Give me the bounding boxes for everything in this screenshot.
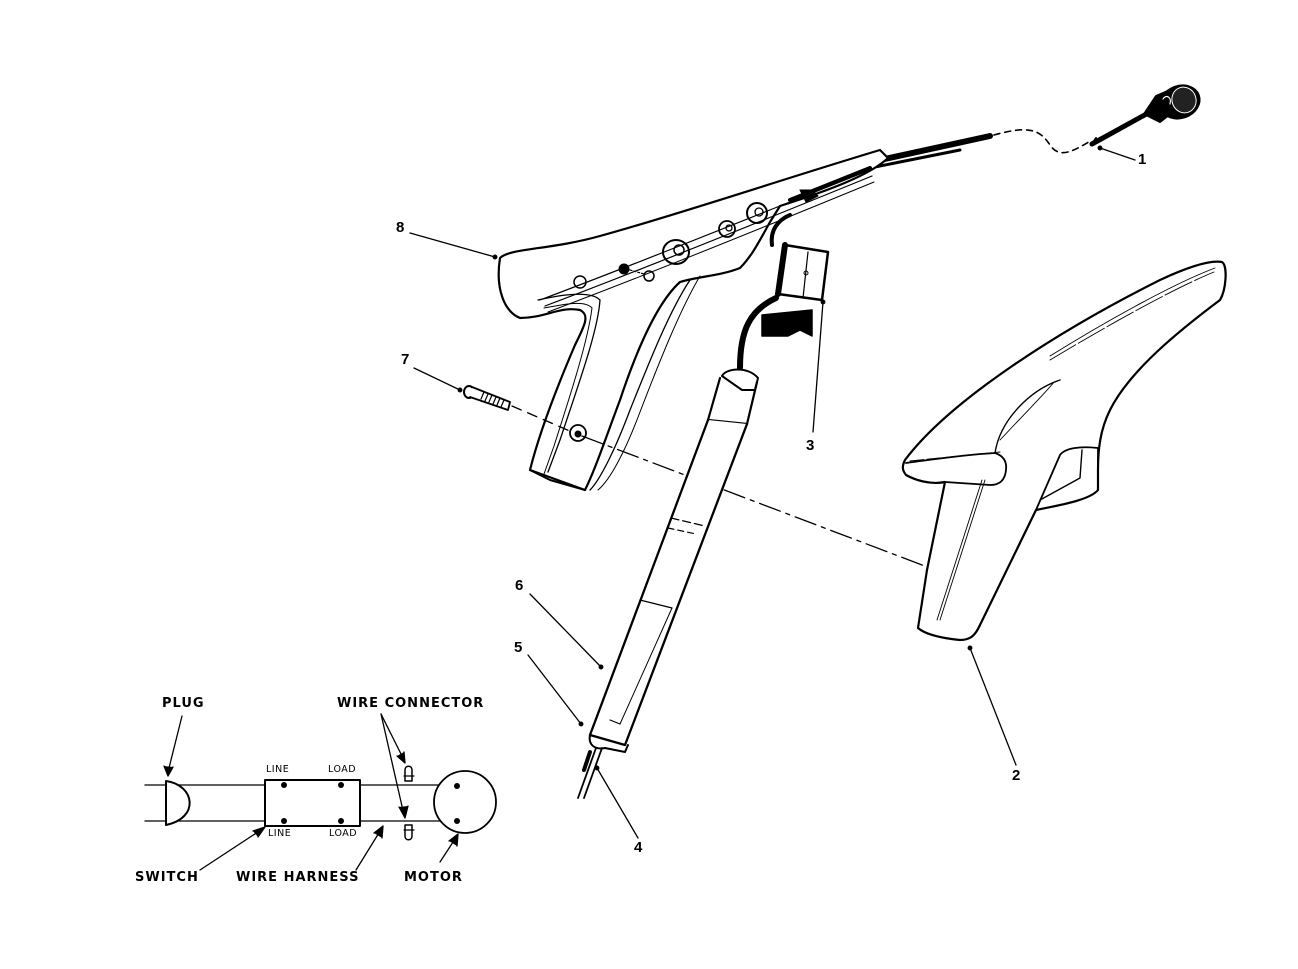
wire-harness-label: WIRE HARNESS xyxy=(236,870,360,885)
load-terminal-bottom: LOAD xyxy=(329,828,358,839)
power-cord-plug xyxy=(868,84,1201,170)
callout-8: 8 xyxy=(396,219,405,236)
callout-3: 3 xyxy=(806,437,815,454)
motor-leads xyxy=(577,747,603,799)
wire-connector-icon xyxy=(403,765,415,841)
motor-label: MOTOR xyxy=(404,870,463,885)
housing-screw xyxy=(463,385,931,569)
callout-leaders xyxy=(409,145,1136,839)
motor-symbol xyxy=(433,770,497,834)
line-terminal-top: LINE xyxy=(266,764,290,775)
screw-boss-icon xyxy=(569,202,768,442)
callout-2: 2 xyxy=(1012,767,1021,784)
callout-4: 4 xyxy=(634,839,643,856)
switch xyxy=(737,242,830,371)
switch-label: SWITCH xyxy=(135,870,199,885)
callout-6: 6 xyxy=(515,577,524,594)
callout-1: 1 xyxy=(1138,151,1147,168)
wiring-schematic xyxy=(144,713,497,871)
callout-5: 5 xyxy=(514,639,523,656)
nut-icon xyxy=(618,263,655,282)
plug-symbol xyxy=(165,780,191,826)
load-terminal-top: LOAD xyxy=(328,764,357,775)
left-housing-half xyxy=(497,148,890,492)
callout-7: 7 xyxy=(401,351,410,368)
switch-symbol xyxy=(264,779,361,827)
line-terminal-bottom: LINE xyxy=(268,828,292,839)
right-housing-half xyxy=(901,260,1227,642)
wire-connector-label: WIRE CONNECTOR xyxy=(337,696,485,711)
plug-label: PLUG xyxy=(162,696,205,711)
motor-tube xyxy=(588,368,759,747)
